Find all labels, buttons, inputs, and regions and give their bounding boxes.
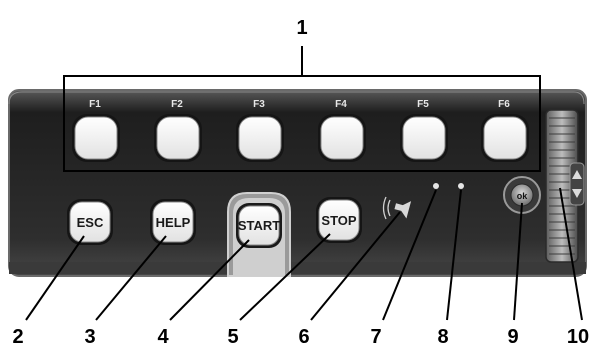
callout-1: 1 bbox=[296, 17, 307, 39]
arrow-down-icon bbox=[572, 189, 582, 198]
stop-button[interactable]: STOP bbox=[316, 197, 362, 243]
f4-key[interactable]: F4 bbox=[318, 99, 366, 162]
start-button[interactable]: START bbox=[227, 192, 291, 277]
ok-button[interactable]: ok bbox=[503, 176, 541, 214]
callout-line-6 bbox=[310, 211, 401, 321]
stop-label: STOP bbox=[321, 213, 356, 228]
callout-10: 10 bbox=[567, 326, 589, 348]
callout-line-5 bbox=[239, 233, 331, 321]
f6-label: F6 bbox=[498, 99, 510, 110]
callout-line-4 bbox=[169, 239, 250, 321]
esc-label: ESC bbox=[77, 215, 104, 230]
f3-label: F3 bbox=[253, 99, 265, 110]
f2-key[interactable]: F2 bbox=[154, 99, 202, 162]
callout-line-3 bbox=[95, 235, 167, 321]
ok-label: ok bbox=[517, 191, 528, 201]
f3-key[interactable]: F3 bbox=[236, 99, 284, 162]
f2-label: F2 bbox=[171, 99, 183, 110]
speaker-icon bbox=[382, 196, 412, 220]
callout-line-7 bbox=[382, 189, 437, 321]
arrow-up-icon bbox=[572, 170, 582, 179]
led-indicator-1 bbox=[433, 183, 439, 189]
help-button[interactable]: HELP bbox=[150, 199, 196, 245]
callout-7: 7 bbox=[370, 326, 381, 348]
esc-button[interactable]: ESC bbox=[67, 199, 113, 245]
help-label: HELP bbox=[156, 215, 191, 230]
f5-label: F5 bbox=[417, 99, 429, 110]
callout-8: 8 bbox=[437, 326, 448, 348]
led-indicator-2 bbox=[458, 183, 464, 189]
callout-9: 9 bbox=[507, 326, 518, 348]
f1-key[interactable]: F1 bbox=[72, 99, 120, 162]
callout-numbers: 1 2 3 4 5 6 7 8 9 10 bbox=[12, 17, 589, 348]
callout-3: 3 bbox=[84, 326, 95, 348]
start-label: START bbox=[238, 218, 280, 233]
callout-4: 4 bbox=[157, 326, 169, 348]
function-keys: F1 F2 F3 F4 F5 F6 bbox=[72, 99, 529, 162]
callout-line-9 bbox=[513, 202, 523, 321]
f5-key[interactable]: F5 bbox=[400, 99, 448, 162]
callout-2: 2 bbox=[12, 326, 23, 348]
callout-6: 6 bbox=[298, 326, 309, 348]
f6-key[interactable]: F6 bbox=[481, 99, 529, 162]
callout-line-2 bbox=[25, 235, 85, 321]
callout-lines bbox=[25, 187, 583, 321]
callout-5: 5 bbox=[227, 326, 238, 348]
f1-label: F1 bbox=[89, 99, 101, 110]
scroll-wheel[interactable] bbox=[545, 109, 585, 263]
callout-line-10 bbox=[559, 187, 583, 321]
f4-label: F4 bbox=[335, 99, 347, 110]
callout-line-8 bbox=[446, 189, 462, 321]
